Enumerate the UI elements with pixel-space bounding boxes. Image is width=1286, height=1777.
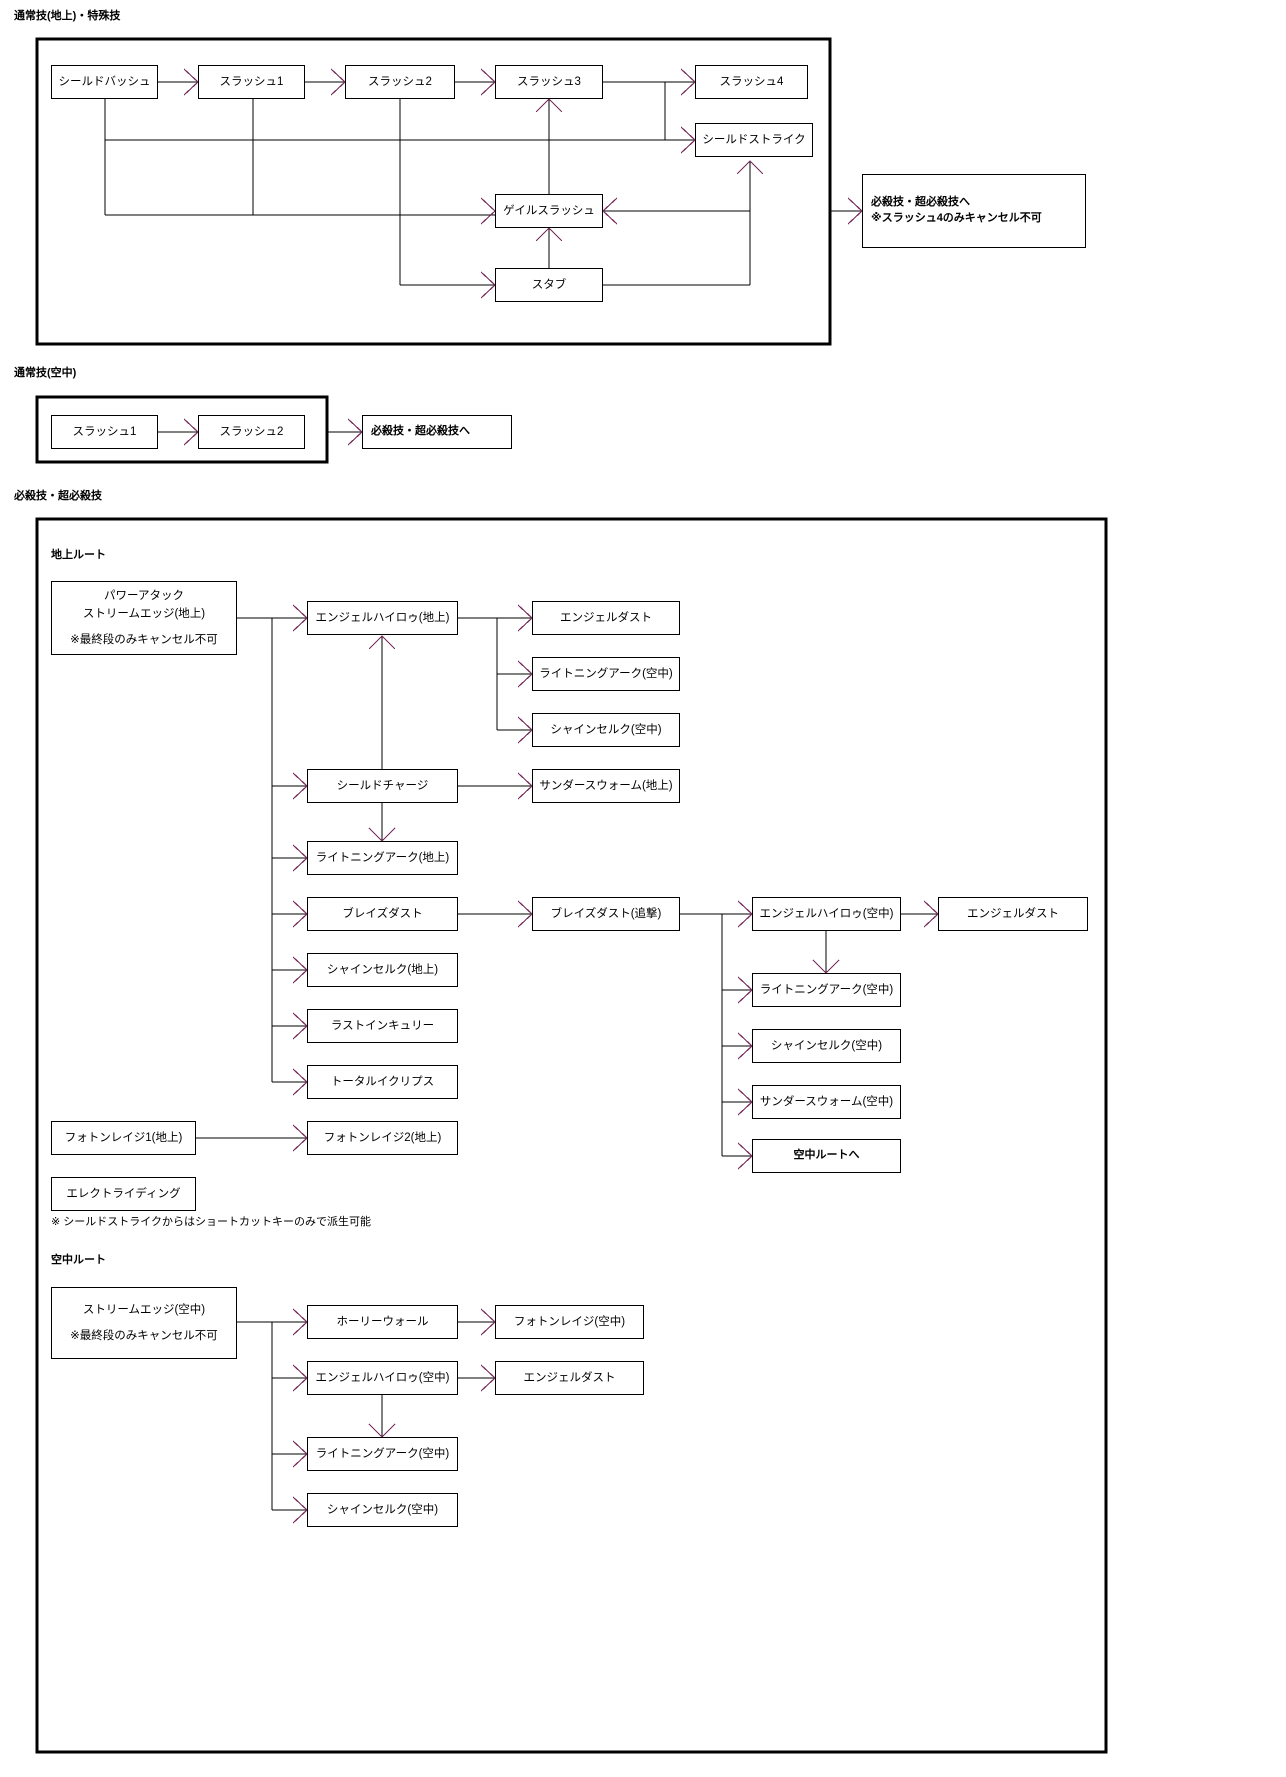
node-label: シャインセルク(空中) — [326, 1503, 439, 1516]
node-label: スラッシュ1 — [72, 425, 137, 438]
node-to-air-route[interactable]: 空中ルートへ — [752, 1139, 901, 1173]
node-label: フォトンレイジ(空中) — [513, 1315, 626, 1328]
node-label-line1: 必殺技・超必殺技へ — [871, 196, 970, 209]
node-label: エンジェルダスト — [560, 611, 652, 624]
node-lightning-arc-air-right[interactable]: ライトニングアーク(空中) — [752, 973, 901, 1007]
section-title-specials: 必殺技・超必殺技 — [14, 490, 102, 502]
node-label: スラッシュ3 — [517, 75, 581, 88]
node-label: エンジェルハイロゥ(地上) — [315, 611, 450, 624]
node-stream-edge-air[interactable]: ストリームエッジ(空中) ※最終段のみキャンセル不可 — [51, 1287, 237, 1359]
node-label: スラッシュ4 — [719, 75, 784, 88]
node-blaze-dust-chase[interactable]: ブレイズダスト(追撃) — [532, 897, 680, 931]
node-label: スラッシュ1 — [219, 75, 284, 88]
node-label: シールドストライク — [702, 133, 806, 146]
node-label: サンダースウォーム(地上) — [539, 779, 673, 792]
node-label: エンジェルハイロゥ(空中) — [315, 1371, 450, 1384]
node-label: 空中ルートへ — [793, 1149, 860, 1162]
node-label: スタブ — [531, 278, 567, 291]
node-slash4[interactable]: スラッシュ4 — [695, 65, 808, 99]
node-label: ライトニングアーク(空中) — [539, 667, 673, 680]
node-thunder-swarm-air-right[interactable]: サンダースウォーム(空中) — [752, 1085, 901, 1119]
node-label: サンダースウォーム(空中) — [759, 1095, 894, 1108]
node-lightning-arc-air-1[interactable]: ライトニングアーク(空中) — [532, 657, 680, 691]
node-photon-rage-air[interactable]: フォトンレイジ(空中) — [495, 1305, 644, 1339]
node-label: ブレイズダスト(追撃) — [550, 907, 662, 920]
subtitle-ground-route: 地上ルート — [51, 549, 106, 561]
node-label: ゲイルスラッシュ — [503, 204, 595, 217]
node-shield-strike[interactable]: シールドストライク — [695, 123, 813, 157]
node-label: エンジェルダスト — [967, 907, 1059, 920]
node-label: 必殺技・超必殺技へ — [371, 425, 470, 438]
node-power-attack-stream-edge[interactable]: パワーアタック ストリームエッジ(地上) ※最終段のみキャンセル不可 — [51, 581, 237, 655]
node-electriding[interactable]: エレクトライディング — [51, 1177, 196, 1211]
node-to-specials-air[interactable]: 必殺技・超必殺技へ — [362, 415, 512, 449]
node-thunder-swarm-ground[interactable]: サンダースウォーム(地上) — [532, 769, 680, 803]
node-label: トータルイクリプス — [330, 1075, 435, 1088]
section-title-ground-normal: 通常技(地上)・特殊技 — [14, 10, 121, 22]
node-label: シールドチャージ — [336, 779, 429, 792]
node-shine-selk-ground[interactable]: シャインセルク(地上) — [307, 953, 458, 987]
node-slash2[interactable]: スラッシュ2 — [345, 65, 455, 99]
node-label-line2: ストリームエッジ(地上) — [82, 608, 206, 621]
node-to-specials-ground[interactable]: 必殺技・超必殺技へ ※スラッシュ4のみキャンセル不可 — [862, 174, 1086, 248]
node-angel-halo-air-bottom[interactable]: エンジェルハイロゥ(空中) — [307, 1361, 458, 1395]
node-shine-selk-air-1[interactable]: シャインセルク(空中) — [532, 713, 680, 747]
node-blaze-dust[interactable]: ブレイズダスト — [307, 897, 458, 931]
node-label: ライトニングアーク(空中) — [315, 1447, 450, 1460]
node-shield-charge[interactable]: シールドチャージ — [307, 769, 458, 803]
node-holy-wall[interactable]: ホーリーウォール — [307, 1305, 458, 1339]
node-angel-dust-1[interactable]: エンジェルダスト — [532, 601, 680, 635]
node-last-incurry[interactable]: ラストインキュリー — [307, 1009, 458, 1043]
node-label-line1: ストリームエッジ(空中) — [82, 1304, 206, 1317]
node-label-line3: ※最終段のみキャンセル不可 — [70, 633, 218, 646]
node-label-line2: ※スラッシュ4のみキャンセル不可 — [871, 212, 1042, 224]
node-label: エンジェルダスト — [523, 1371, 616, 1384]
node-label: ブレイズダスト — [342, 907, 423, 920]
node-lightning-arc-air-bottom[interactable]: ライトニングアーク(空中) — [307, 1437, 458, 1471]
node-slash1[interactable]: スラッシュ1 — [198, 65, 305, 99]
node-air-slash2[interactable]: スラッシュ2 — [198, 415, 305, 449]
node-label: ラストインキュリー — [330, 1019, 435, 1032]
node-shield-bash[interactable]: シールドバッシュ — [51, 65, 158, 99]
note-shortcut: ※ シールドストライクからはショートカットキーのみで派生可能 — [51, 1216, 372, 1228]
node-air-slash1[interactable]: スラッシュ1 — [51, 415, 158, 449]
node-label: シャインセルク(空中) — [550, 723, 662, 736]
node-angel-dust-bottom[interactable]: エンジェルダスト — [495, 1361, 644, 1395]
node-angel-halo-ground[interactable]: エンジェルハイロゥ(地上) — [307, 601, 458, 635]
node-label: エレクトライディング — [66, 1187, 181, 1200]
node-slash3[interactable]: スラッシュ3 — [495, 65, 603, 99]
node-angel-halo-air-right[interactable]: エンジェルハイロゥ(空中) — [752, 897, 901, 931]
node-angel-dust-right[interactable]: エンジェルダスト — [938, 897, 1088, 931]
node-label: スラッシュ2 — [368, 75, 432, 88]
node-shine-selk-air-bottom[interactable]: シャインセルク(空中) — [307, 1493, 458, 1527]
subtitle-air-route: 空中ルート — [51, 1254, 106, 1266]
node-label-line2: ※最終段のみキャンセル不可 — [70, 1329, 218, 1342]
node-stab[interactable]: スタブ — [495, 268, 603, 302]
node-photon-rage2-ground[interactable]: フォトンレイジ2(地上) — [307, 1121, 458, 1155]
node-label: フォトンレイジ2(地上) — [323, 1131, 442, 1144]
node-label: ライトニングアーク(地上) — [315, 851, 450, 864]
node-shine-selk-air-right[interactable]: シャインセルク(空中) — [752, 1029, 901, 1063]
node-total-eclipse[interactable]: トータルイクリプス — [307, 1065, 458, 1099]
section-title-air-normal: 通常技(空中) — [14, 367, 77, 379]
node-label: シールドバッシュ — [58, 75, 151, 88]
node-label: エンジェルハイロゥ(空中) — [759, 907, 894, 920]
node-label: シャインセルク(空中) — [770, 1039, 883, 1052]
node-label: ホーリーウォール — [336, 1315, 429, 1328]
node-gale-slash[interactable]: ゲイルスラッシュ — [495, 194, 603, 228]
node-label: スラッシュ2 — [219, 425, 284, 438]
node-label: フォトンレイジ1(地上) — [64, 1131, 183, 1144]
node-label: シャインセルク(地上) — [326, 963, 439, 976]
node-lightning-arc-ground[interactable]: ライトニングアーク(地上) — [307, 841, 458, 875]
arrowhead-group — [183, 68, 939, 1524]
node-photon-rage1-ground[interactable]: フォトンレイジ1(地上) — [51, 1121, 196, 1155]
node-label-line1: パワーアタック — [103, 589, 185, 602]
node-label: ライトニングアーク(空中) — [759, 983, 894, 996]
